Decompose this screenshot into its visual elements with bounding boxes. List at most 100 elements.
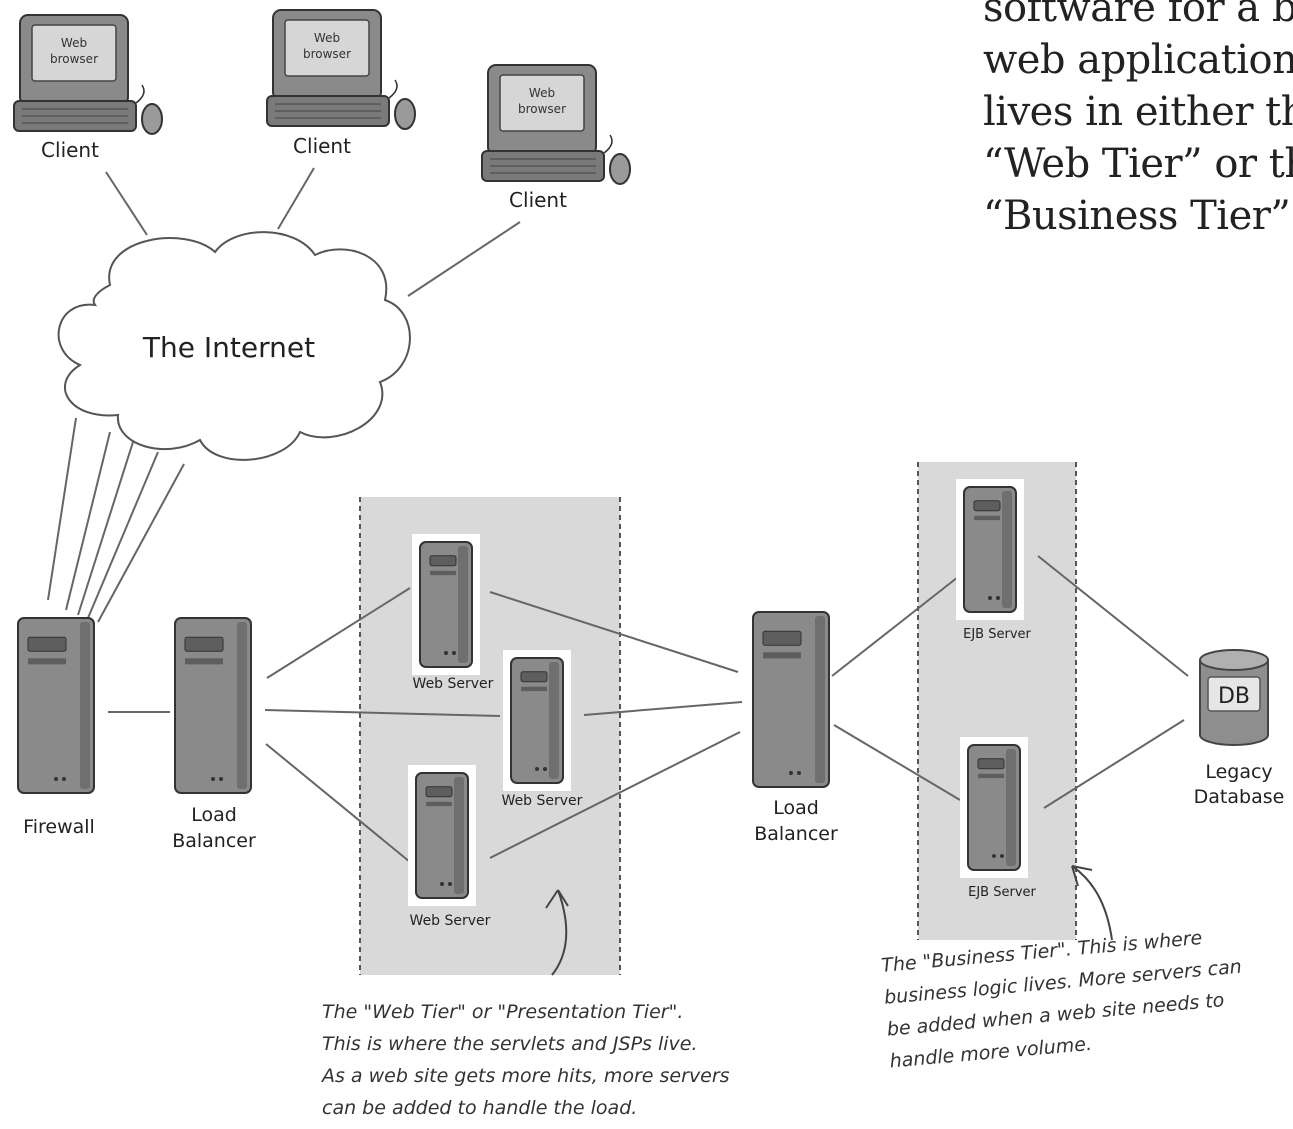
web-server-3 <box>408 765 476 906</box>
server-led <box>444 651 448 655</box>
server-vent <box>28 658 66 665</box>
link-ejb2-db <box>1043 719 1185 809</box>
server-vent <box>763 652 801 659</box>
web-tier-arrow <box>545 889 569 976</box>
server-led <box>543 767 547 771</box>
web-server-2-label: Web Server <box>502 793 583 809</box>
monitor-screen <box>499 74 585 132</box>
note-line: can be added to handle the load. <box>322 1097 638 1119</box>
note-line: As a web site gets more hits, more serve… <box>322 1065 730 1087</box>
client-label-1: Client <box>41 138 99 162</box>
server-led <box>440 882 444 886</box>
server-led <box>62 777 66 781</box>
link-lb1-web1 <box>266 587 411 679</box>
server-drive-bay <box>973 500 1001 512</box>
server-vent <box>185 658 223 665</box>
screen-text-line-1: Web <box>314 31 340 45</box>
note-line: This is where the servlets and JSPs live… <box>322 1033 698 1055</box>
firewall-server <box>17 617 95 794</box>
heading-line: software for a big <box>983 0 1293 31</box>
mouse-cord <box>388 79 398 99</box>
mouse <box>394 98 416 130</box>
server-side-panel <box>549 662 559 779</box>
mouse <box>609 153 631 185</box>
mouse-cord <box>603 134 613 154</box>
link-client1-internet <box>105 171 148 236</box>
legacy-database-cylinder <box>1199 649 1269 746</box>
server-led <box>54 777 58 781</box>
server-side-panel <box>815 616 825 783</box>
server-side-panel <box>1006 749 1016 866</box>
server-led <box>211 777 215 781</box>
note-line: The "Web Tier" or "Presentation Tier". <box>322 1001 684 1023</box>
load-balancer-1-label-line-1: Load <box>191 804 237 826</box>
link-lb1-web2 <box>264 709 501 717</box>
server-led <box>988 596 992 600</box>
link-lb1-web3 <box>265 743 411 863</box>
link-ejb1-db <box>1037 555 1189 677</box>
business-tier-arrow <box>1071 865 1113 941</box>
link-web1-lb2 <box>489 591 739 673</box>
server-side-panel <box>454 777 464 894</box>
server-led <box>535 767 539 771</box>
load-balancer-2-label-line-1: Load <box>773 797 819 819</box>
mouse-cord <box>135 84 145 104</box>
server-led <box>448 882 452 886</box>
server-drive-bay <box>429 555 457 567</box>
client-label-3: Client <box>509 188 567 212</box>
monitor-screen <box>31 24 117 82</box>
server-led <box>789 771 793 775</box>
db-badge: DB <box>1218 684 1250 709</box>
server-led <box>1000 854 1004 858</box>
connectors <box>47 167 1189 863</box>
server-vent <box>974 515 1000 521</box>
web-server-1-label: Web Server <box>413 676 494 692</box>
load-balancer-server-2 <box>752 611 830 788</box>
web-server-1 <box>412 534 480 675</box>
web-server-2 <box>503 650 571 791</box>
ejb-server-1-label: EJB Server <box>963 627 1031 642</box>
server-drive-bay <box>27 636 67 652</box>
internet-cloud <box>57 231 411 461</box>
server-side-panel <box>80 622 90 789</box>
server-led <box>797 771 801 775</box>
firewall-label: Firewall <box>23 816 95 838</box>
link-internet-firewall-3 <box>77 441 134 616</box>
server-led <box>992 854 996 858</box>
load-balancer-1-label-line-2: Balancer <box>172 830 256 852</box>
database-label-line-1: Legacy <box>1205 761 1272 783</box>
heading-line: “Business Tier”. <box>983 193 1293 239</box>
link-internet-firewall-5 <box>97 463 185 623</box>
link-internet-firewall-2 <box>65 431 111 611</box>
server-vent <box>426 801 452 807</box>
load-balancer-server-1 <box>174 617 252 794</box>
screen-text-line-1: Web <box>529 86 555 100</box>
heading-line: “Web Tier” or the <box>983 141 1293 187</box>
server-drive-bay <box>520 671 548 683</box>
screen-text-line-2: browser <box>518 102 566 116</box>
link-lb2-ejb1 <box>831 576 959 677</box>
web-tier-note: The "Web Tier" or "Presentation Tier". T… <box>322 996 730 1124</box>
screen-text-line-2: browser <box>303 47 351 61</box>
link-web3-lb2 <box>489 731 741 859</box>
ejb-server-1 <box>956 479 1024 620</box>
screen-text-line-1: Web <box>61 36 87 50</box>
client-computer-3: Web browser <box>481 64 631 185</box>
server-vent <box>978 773 1004 779</box>
link-web2-lb2 <box>583 701 743 716</box>
intro-heading: software for a big web application lives… <box>983 0 1293 242</box>
link-lb2-ejb2 <box>833 724 961 801</box>
server-drive-bay <box>762 630 802 646</box>
pointer-arrows <box>545 865 1113 976</box>
screen-text-line-2: browser <box>50 52 98 66</box>
client-computer-1: Web browser <box>13 14 163 135</box>
internet-label: The Internet <box>142 331 315 364</box>
client-computer-2: Web browser <box>266 9 416 130</box>
web-tier-region <box>360 497 620 975</box>
link-internet-firewall-1 <box>47 417 77 601</box>
server-led <box>996 596 1000 600</box>
monitor-screen <box>284 19 370 77</box>
server-side-panel <box>458 546 468 663</box>
